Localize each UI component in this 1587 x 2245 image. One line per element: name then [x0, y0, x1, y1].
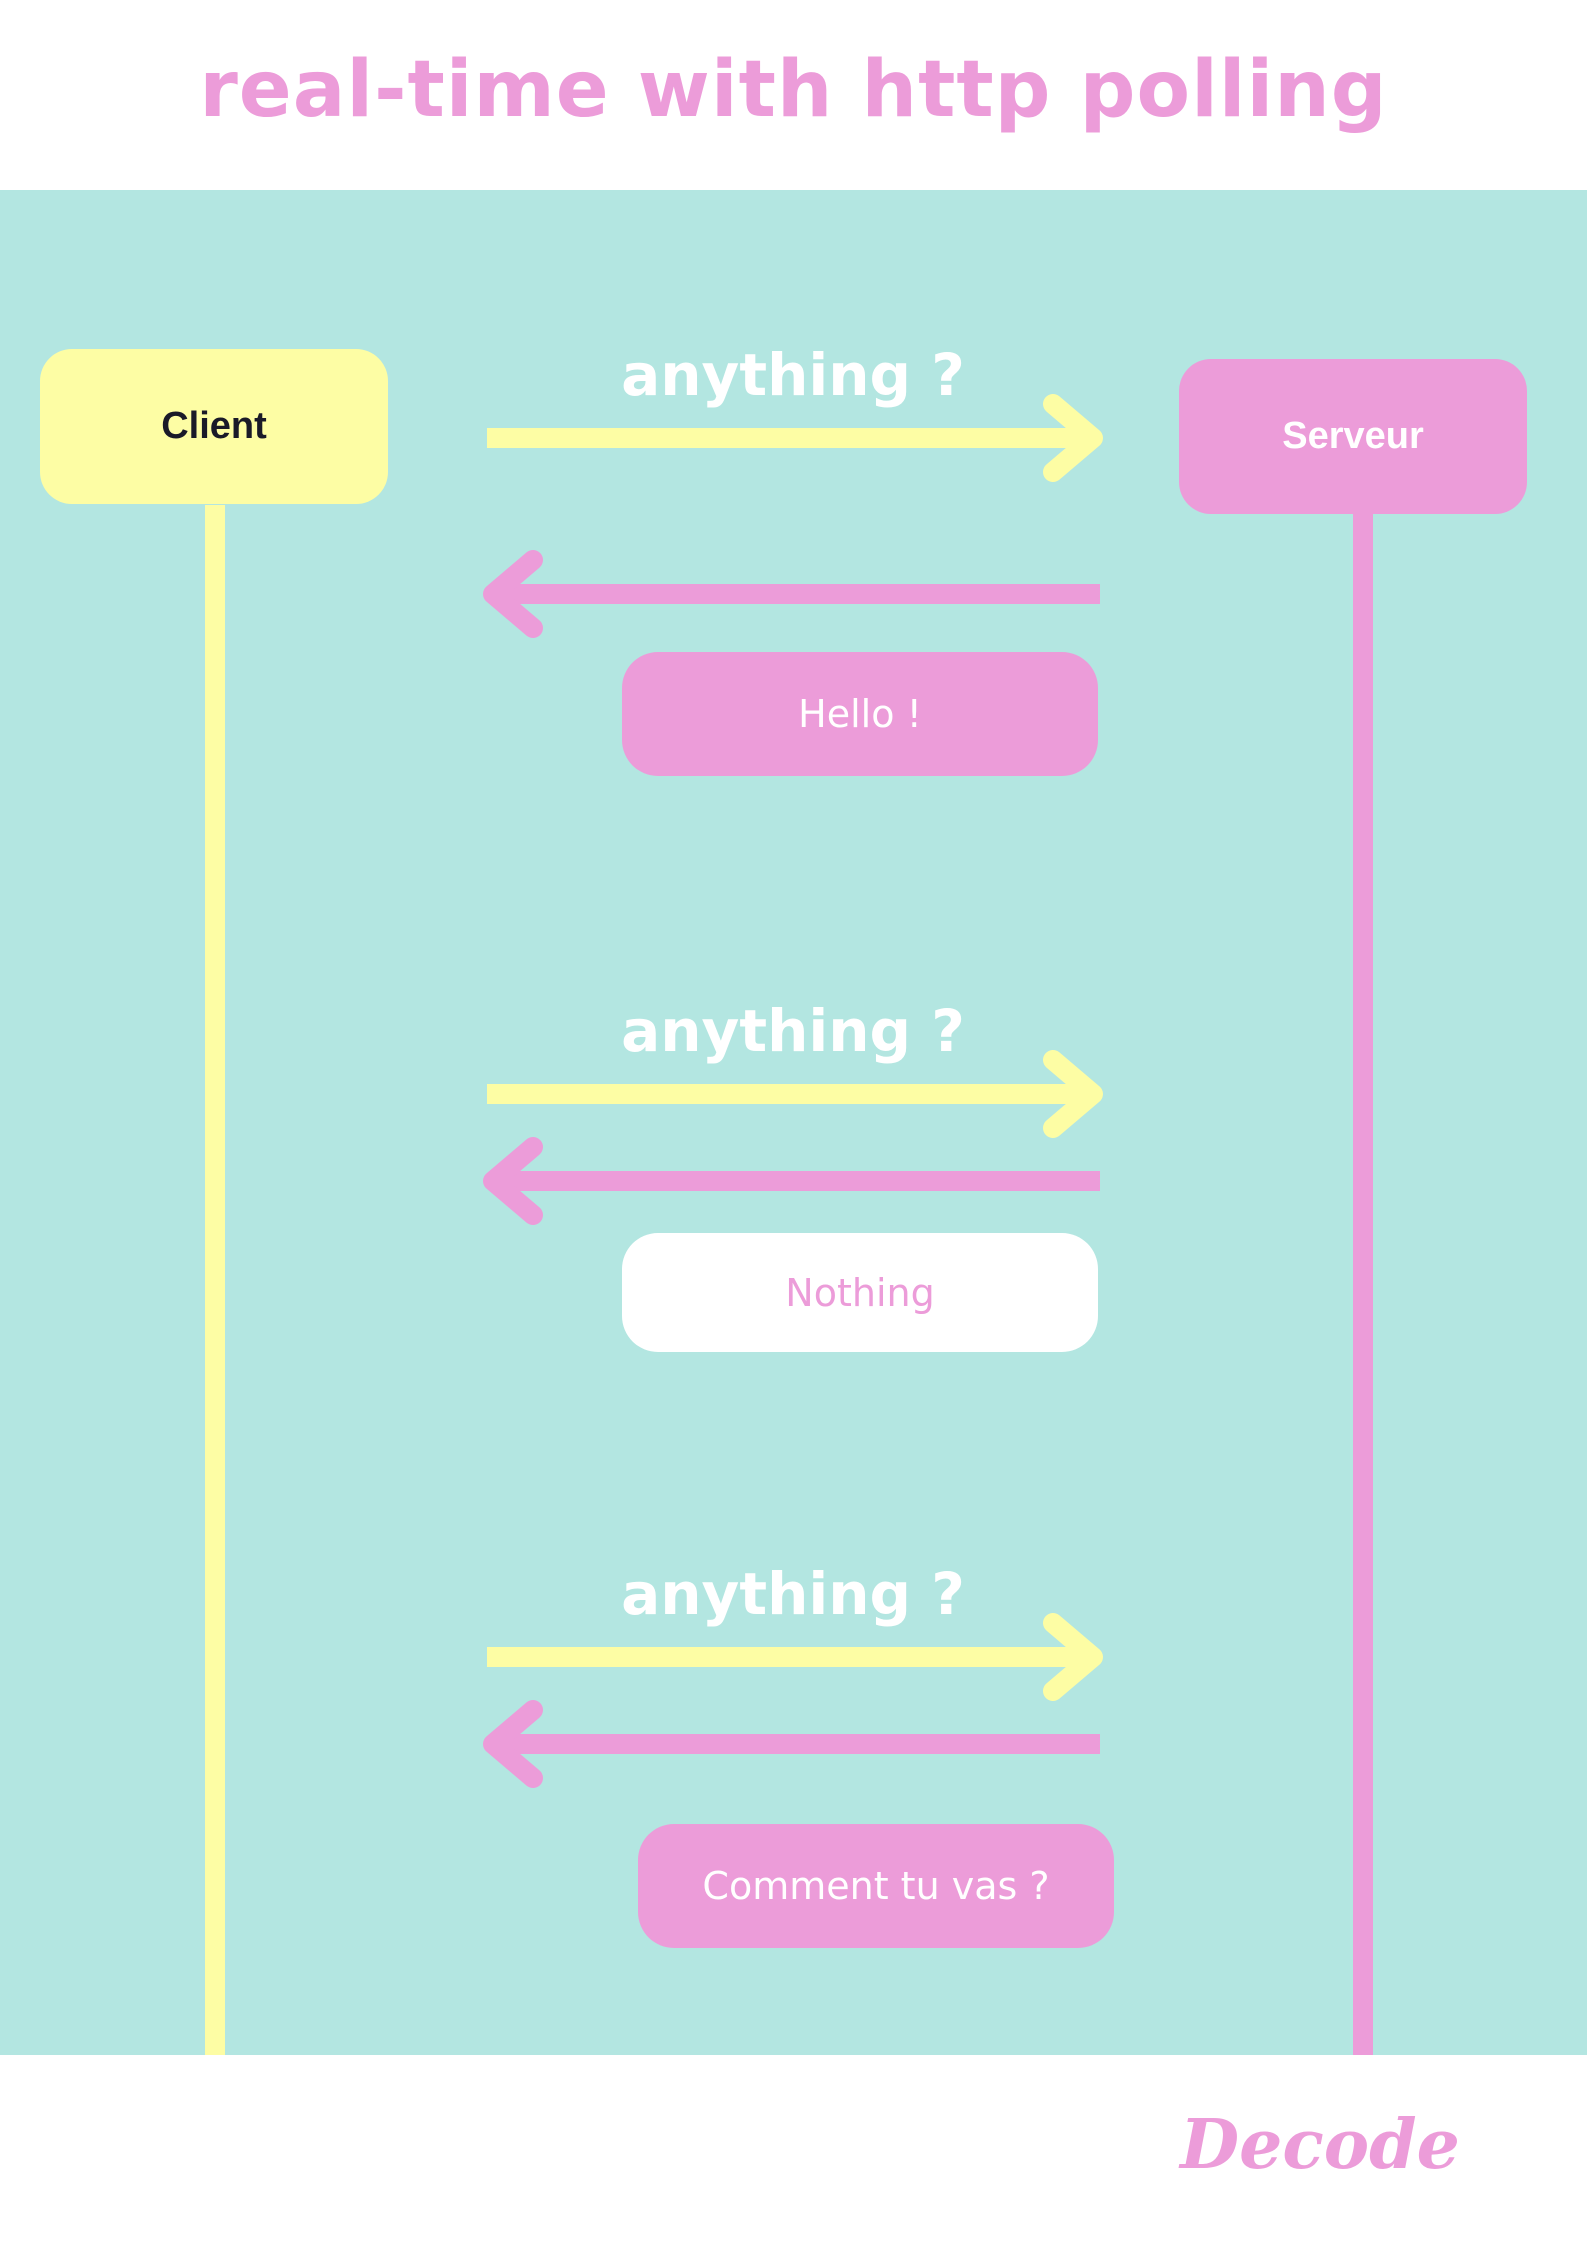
request-label-2: anything ? — [621, 997, 965, 1065]
client-lifeline — [205, 505, 225, 2055]
reply-text-2: Nothing — [785, 1270, 935, 1315]
request-label-3: anything ? — [621, 1560, 965, 1628]
response-arrow-1 — [483, 550, 1100, 638]
page-title: real-time with http polling — [199, 45, 1388, 135]
request-arrow-1 — [487, 394, 1103, 482]
request-arrow-3 — [487, 1613, 1103, 1701]
server-actor-label: Serveur — [1282, 415, 1424, 457]
response-arrow-3 — [483, 1700, 1100, 1788]
reply-box-2: Nothing — [622, 1233, 1098, 1352]
request-arrow-2 — [487, 1050, 1103, 1138]
response-arrow-2 — [483, 1137, 1100, 1225]
reply-box-1: Hello ! — [622, 652, 1098, 776]
reply-box-3: Comment tu vas ? — [638, 1824, 1114, 1948]
server-lifeline — [1353, 505, 1373, 2055]
reply-text-3: Comment tu vas ? — [702, 1864, 1050, 1908]
reply-text-1: Hello ! — [798, 692, 922, 736]
request-label-1: anything ? — [621, 341, 965, 409]
client-actor-label: Client — [161, 405, 267, 447]
brand-logo: Decode — [1180, 2105, 1460, 2185]
server-actor: Serveur — [1179, 359, 1527, 514]
client-actor: Client — [40, 349, 388, 504]
